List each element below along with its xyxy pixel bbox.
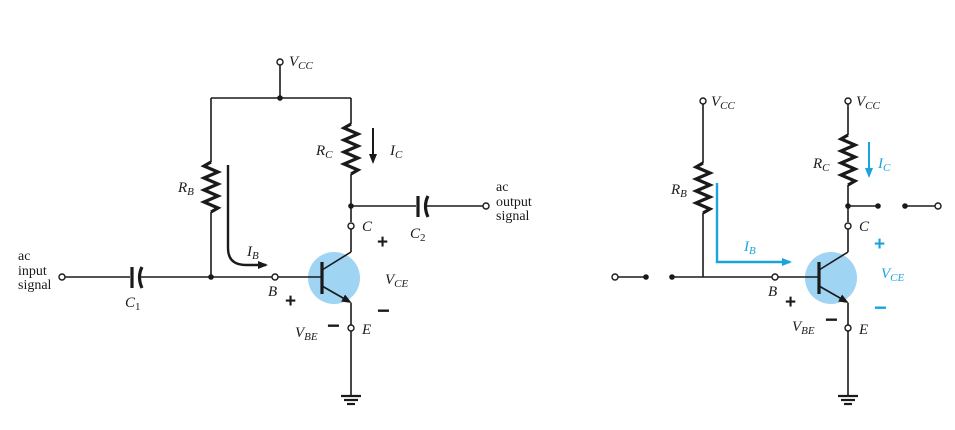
vce-minus-sign: −: [377, 298, 390, 323]
vbe-plus-sign: +: [285, 291, 297, 312]
vbe-minus-sign: −: [327, 313, 340, 338]
transistor-emitter-line: [818, 285, 849, 303]
ic-label: IC: [878, 156, 891, 174]
vbe-label: VBE: [295, 325, 318, 343]
node-e-label: E: [362, 322, 372, 338]
node-b-label: B: [268, 284, 278, 300]
emitter-terminal: [347, 324, 355, 332]
rb-resistor: [199, 160, 223, 214]
vcc-label-rc: VCC: [856, 94, 880, 112]
transistor-body: [308, 252, 360, 304]
junction-dot: [277, 95, 283, 101]
vbe-plus-sign: +: [785, 292, 797, 313]
vce-label: VCE: [385, 272, 409, 290]
c1-plate-curved: [137, 266, 144, 289]
node-b-label: B: [768, 284, 778, 300]
vce-minus-sign: −: [874, 295, 887, 320]
c2-plate-curved: [423, 195, 430, 218]
emitter-terminal: [844, 324, 852, 332]
rb-label: RB: [671, 182, 687, 200]
vcc-terminal-rb: [699, 97, 707, 105]
output-signal-label: ac output signal: [496, 180, 532, 225]
vcc-terminal: [276, 58, 284, 66]
vce-plus-sign: +: [377, 232, 389, 253]
transistor-collector-line: [321, 251, 352, 271]
ib-arrow: [715, 183, 792, 266]
left-circuit: [58, 58, 490, 406]
base-terminal: [771, 273, 779, 281]
ic-label: IC: [390, 143, 403, 161]
collector-terminal: [347, 222, 355, 230]
rc-resistor: [836, 133, 860, 187]
base-terminal: [271, 273, 279, 281]
rb-label: RB: [178, 180, 194, 198]
node-e-label: E: [859, 322, 869, 338]
output-terminal: [482, 202, 490, 210]
vce-plus-sign: +: [874, 234, 886, 255]
vcc-terminal-rc: [844, 97, 852, 105]
vcc-label: VCC: [289, 54, 313, 72]
rc-label: RC: [813, 156, 830, 174]
ib-label: IB: [744, 239, 756, 257]
vcc-label-rb: VCC: [711, 94, 735, 112]
vbe-minus-sign: −: [825, 307, 838, 332]
transistor-emitter-line: [321, 285, 352, 303]
vbe-label: VBE: [792, 319, 815, 337]
ib-arrow: [226, 165, 268, 269]
vce-label: VCE: [881, 266, 905, 284]
input-terminal: [611, 273, 619, 281]
rb-resistor: [691, 161, 715, 215]
c2-label: C2: [410, 226, 426, 244]
open-dot: [875, 203, 881, 209]
collector-terminal: [844, 222, 852, 230]
ib-label: IB: [247, 244, 259, 262]
open-dot: [643, 274, 649, 280]
node-c-label: C: [859, 219, 870, 235]
rc-resistor: [339, 122, 363, 176]
input-signal-label: ac input signal: [18, 249, 52, 294]
right-circuit: [611, 97, 942, 406]
junction-dot: [208, 274, 214, 280]
rc-label: RC: [316, 143, 333, 161]
transistor-collector-line: [818, 251, 849, 271]
node-c-label: C: [362, 219, 373, 235]
output-terminal: [934, 202, 942, 210]
c1-label: C1: [125, 295, 141, 313]
transistor-body: [805, 252, 857, 304]
input-terminal: [58, 273, 66, 281]
